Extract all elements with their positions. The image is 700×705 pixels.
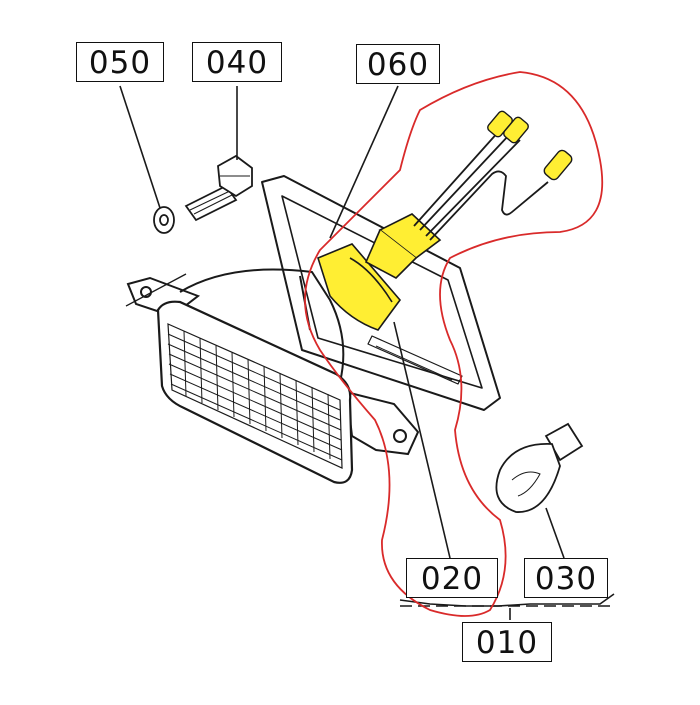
part-label-020[interactable]: 020 <box>406 558 498 598</box>
part-label-030[interactable]: 030 <box>524 558 608 598</box>
leader-lines <box>119 85 615 620</box>
bulb-030 <box>495 422 584 513</box>
part-label-050[interactable]: 050 <box>76 42 164 82</box>
wire-connectors <box>487 110 573 181</box>
bulb-socket <box>317 213 442 331</box>
screw-040 <box>184 154 253 222</box>
red-annotation-outline <box>304 71 604 617</box>
lamp-lens <box>156 300 354 484</box>
part-label-060[interactable]: 060 <box>356 44 440 84</box>
part-label-040[interactable]: 040 <box>192 42 282 82</box>
wiring-harness <box>413 129 549 241</box>
part-label-010[interactable]: 010 <box>462 622 552 662</box>
washer-050 <box>153 206 175 234</box>
right-mounting-tab <box>345 391 420 456</box>
